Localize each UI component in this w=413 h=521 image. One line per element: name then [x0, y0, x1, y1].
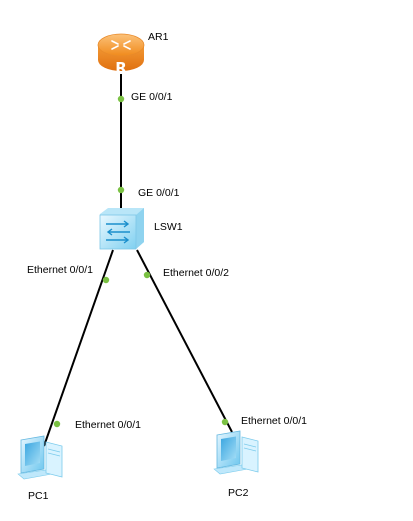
port-label-lsw1-ge001: GE 0/0/1	[138, 187, 180, 199]
pc-icon	[17, 435, 63, 480]
port-label-pc2-eth001: Ethernet 0/0/1	[241, 415, 307, 427]
device-ar1[interactable]: R AR1	[97, 31, 169, 77]
port-labels: GE 0/0/1 GE 0/0/1 Ethernet 0/0/1 Etherne…	[27, 91, 307, 431]
port-dot-pc1-eth001	[53, 420, 61, 428]
links	[43, 74, 233, 447]
switch-icon	[99, 208, 144, 250]
device-label-pc2: PC2	[228, 487, 249, 499]
device-label-pc1: PC1	[28, 490, 49, 502]
port-dot-pc2-eth001	[221, 418, 229, 426]
device-pc2[interactable]	[213, 430, 259, 475]
link-lsw1-pc2[interactable]	[136, 249, 233, 433]
port-label-lsw1-eth002: Ethernet 0/0/2	[163, 267, 229, 279]
port-label-lsw1-eth001: Ethernet 0/0/1	[27, 264, 93, 276]
link-lsw1-pc1[interactable]	[43, 249, 114, 447]
device-pc1[interactable]	[17, 435, 63, 480]
port-label-pc1-eth001: Ethernet 0/0/1	[75, 419, 141, 431]
device-label-lsw1: LSW1	[154, 221, 183, 233]
port-dot-lsw1-ge001	[117, 186, 125, 194]
router-icon: R	[97, 33, 145, 77]
port-label-ar1-ge001: GE 0/0/1	[131, 91, 173, 103]
device-lsw1[interactable]: LSW1	[99, 208, 183, 250]
svg-text:R: R	[115, 59, 127, 77]
port-dot-lsw1-eth002	[143, 271, 151, 279]
port-dot-lsw1-eth001	[102, 276, 110, 284]
port-dots	[53, 95, 229, 428]
device-label-ar1: AR1	[148, 31, 169, 43]
pc-icon	[213, 430, 259, 475]
port-dot-ar1-ge001	[117, 95, 125, 103]
